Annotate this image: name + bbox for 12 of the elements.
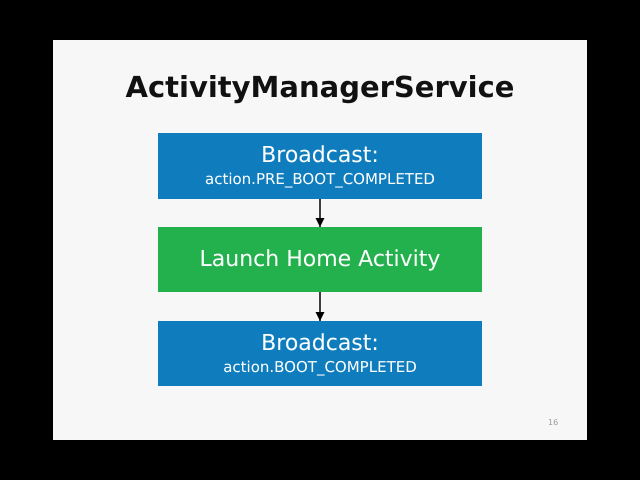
box-text: action.PRE_BOOT_COMPLETED <box>205 169 435 189</box>
process-box <box>158 133 482 199</box>
slide-title: ActivityManagerService <box>124 70 516 104</box>
process-box <box>158 227 482 292</box>
arrow <box>316 292 324 321</box>
arrow <box>316 199 324 227</box>
box-heading: Broadcast: <box>261 330 379 356</box>
process-box <box>158 321 482 386</box>
page-number: 16 <box>548 418 558 427</box>
box-heading: Broadcast: <box>261 143 379 169</box>
box-heading: Launch Home Activity <box>200 247 440 272</box>
box-text: action.BOOT_COMPLETED <box>223 356 417 376</box>
